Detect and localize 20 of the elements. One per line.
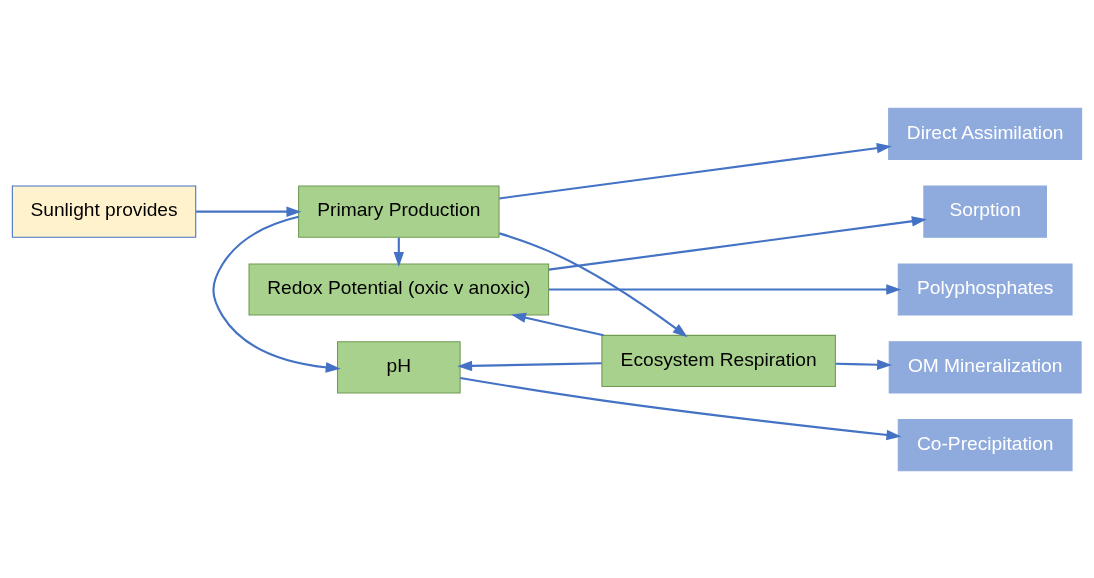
arrow bbox=[510, 312, 604, 336]
node-box: pH bbox=[336, 340, 461, 393]
arrow bbox=[499, 142, 892, 199]
arrow bbox=[499, 231, 688, 337]
node-box: Sunlight provides bbox=[11, 185, 197, 238]
node-box: Polyphosphates bbox=[897, 262, 1073, 316]
node-box: Direct Assimilation bbox=[888, 107, 1083, 160]
node-box: Redox Potential (oxic v anoxic) bbox=[248, 262, 550, 316]
node-box: Sorption bbox=[923, 185, 1047, 238]
node-box: Ecosystem Respiration bbox=[601, 334, 836, 387]
arrow bbox=[835, 359, 893, 370]
arrow bbox=[460, 376, 902, 440]
node-box: OM Mineralization bbox=[888, 340, 1082, 393]
arrow bbox=[212, 215, 341, 373]
arrow bbox=[196, 205, 302, 217]
node-box: Primary Production bbox=[298, 185, 500, 238]
node-box: Co-Precipitation bbox=[897, 418, 1073, 471]
arrow bbox=[548, 215, 927, 271]
arrow bbox=[548, 283, 902, 295]
arrow bbox=[457, 360, 602, 371]
